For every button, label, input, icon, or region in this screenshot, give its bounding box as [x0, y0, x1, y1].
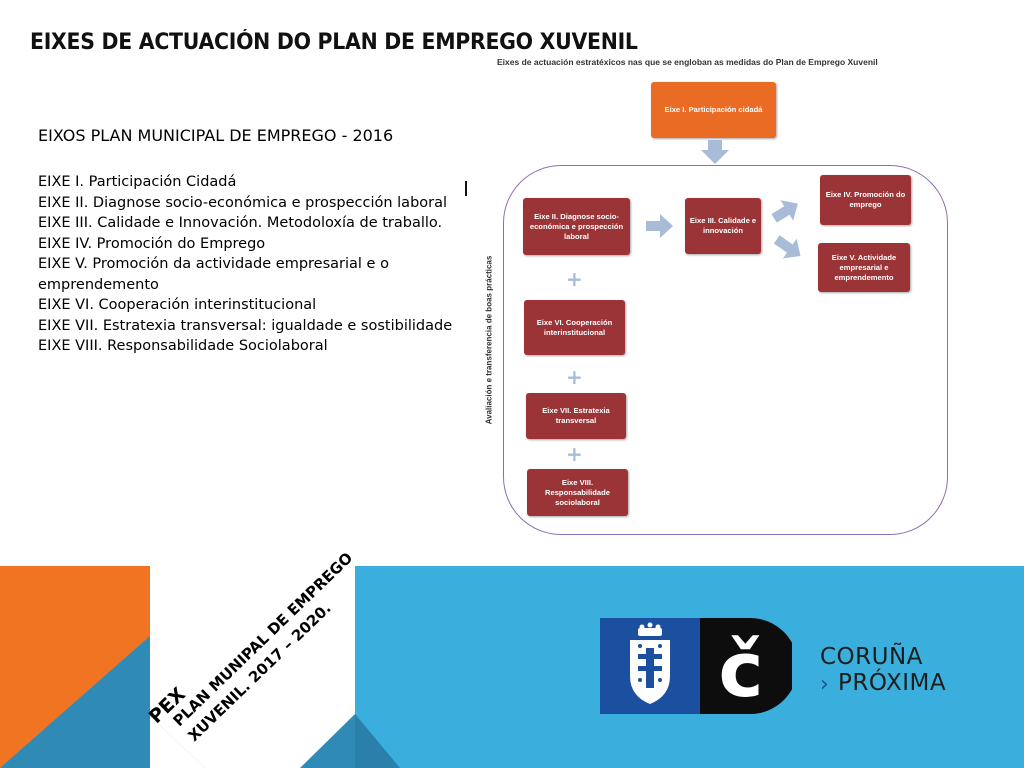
brand-coruna: CORUÑA	[820, 644, 923, 670]
text-cursor	[465, 181, 467, 196]
axis-item: EIXE V. Promoción da actividade empresar…	[38, 256, 389, 293]
node-eixe-4: Eixe IV. Promoción do emprego	[820, 175, 911, 225]
arrow-right-icon	[646, 214, 673, 238]
chevron-right-icon: ›	[820, 672, 829, 697]
node-eixe-3: Eixe III. Calidade e innovación	[685, 198, 761, 254]
arrow-up-right-icon	[771, 200, 798, 223]
coruna-logo: č	[600, 618, 792, 714]
logo-letter: č	[718, 625, 763, 714]
axes-subtitle: EIXOS PLAN MUNICIPAL DE EMPREGO - 2016	[38, 126, 394, 145]
arrow-down-right-icon	[773, 235, 801, 259]
axis-item: EIXE VII. Estratexia transversal: iguald…	[38, 317, 453, 334]
axis-item: EIXE III. Calidade e Innovación. Metodol…	[38, 215, 443, 231]
arrow-down-icon	[701, 140, 729, 164]
node-eixe-7: Eixe VII. Estratexia transversal	[526, 393, 626, 439]
axis-item: EIXE VIII. Responsabilidade Sociolaboral	[38, 338, 328, 354]
node-eixe-2: Eixe II. Diagnose socio-económica e pros…	[523, 198, 630, 255]
evaluation-side-label: Avaliación e transferencia de boas práct…	[484, 255, 494, 425]
node-eixe-1: Eixe I. Participación cidadá	[651, 82, 776, 138]
plus-icon: +	[566, 267, 583, 291]
axis-item: EIXE VI. Cooperación interinstitucional	[38, 297, 317, 313]
evaluation-container	[503, 165, 948, 535]
axis-item: EIXE I. Participación Cidadá	[38, 174, 237, 190]
plus-icon: +	[566, 365, 583, 389]
node-eixe-8: Eixe VIII. Responsabilidade sociolaboral	[527, 469, 628, 516]
axis-item: EIXE II. Diagnose socio-económica e pros…	[38, 194, 448, 211]
plus-icon: +	[566, 442, 583, 466]
slide-title: EIXES DE ACTUACIÓN DO PLAN DE EMPREGO XU…	[30, 30, 638, 55]
node-eixe-5: Eixe V. Actividade empresarial e emprend…	[818, 243, 910, 292]
brand-proxima: PRÓXIMA	[838, 670, 947, 696]
diagram-caption: Eixes de actuación estratéxicos nas que …	[497, 57, 878, 67]
node-eixe-6: Eixe VI. Cooperación interinstitucional	[524, 300, 625, 355]
axis-item: EIXE IV. Promoción do Emprego	[38, 235, 266, 252]
footer-banner	[0, 566, 1024, 768]
axes-list: EIXE I. Participación Cidadá EIXE II. Di…	[38, 172, 453, 357]
